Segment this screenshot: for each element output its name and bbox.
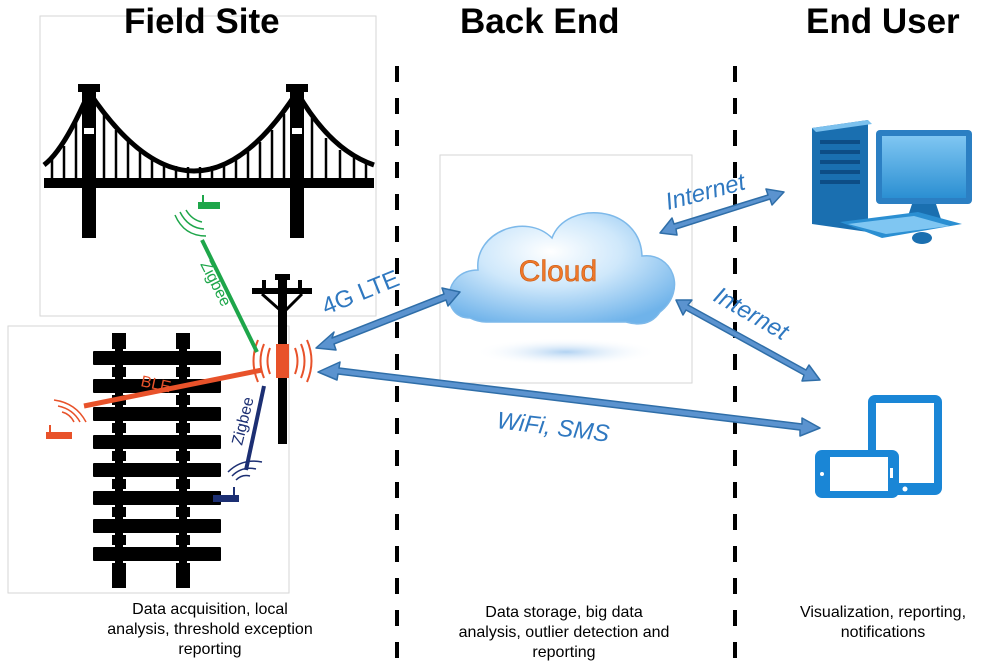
internet-desktop-arrow — [659, 188, 785, 236]
gateway-icon — [252, 339, 313, 383]
tablet-phone-icon — [815, 395, 942, 498]
cloud-frame — [439, 154, 693, 384]
bridge-sensor-icon — [174, 195, 220, 237]
internet-mobile-label: Internet — [709, 282, 794, 347]
desktop-computer-icon — [812, 120, 972, 244]
wifi-sms-arrow — [317, 361, 821, 437]
bridge-frame — [39, 15, 377, 317]
field-site-description-line: reporting — [178, 641, 242, 658]
rail-frame — [7, 325, 290, 594]
field-site-description-line: analysis, threshold exception — [107, 621, 313, 638]
ble-label: BLE — [139, 373, 172, 396]
end-user-heading: End User — [806, 2, 960, 41]
end-user-description: Visualization, reporting, notifications — [772, 603, 994, 643]
end-user-description-line: Visualization, reporting, — [799, 604, 967, 621]
zigbee-bridge-label: Zigbee — [196, 258, 233, 309]
cloud-icon: Cloud — [448, 212, 676, 366]
lte-arrow — [315, 287, 461, 351]
end-user-description-line: notifications — [840, 624, 926, 641]
rail-sensor-red-icon — [46, 399, 87, 439]
back-end-heading: Back End — [460, 2, 620, 41]
railway-track-icon — [91, 333, 223, 588]
zigbee-bridge-wire — [200, 239, 259, 353]
lte-label: 4G LTE — [318, 265, 403, 320]
internet-mobile-arrow — [675, 299, 821, 382]
field-site-heading: Field Site — [124, 2, 280, 41]
wifi-sms-label: WiFi, SMS — [495, 407, 611, 448]
ble-wire — [83, 367, 263, 409]
cloud-label: Cloud — [519, 255, 597, 288]
zigbee-rail-wire — [244, 385, 266, 471]
back-end-description-line: analysis, outlier detection and — [458, 624, 670, 641]
back-end-description: Data storage, big data analysis, outlier… — [414, 603, 714, 663]
field-site-description: Data acquisition, local analysis, thresh… — [60, 600, 360, 660]
back-end-description-line: reporting — [532, 644, 596, 661]
suspension-bridge-icon — [42, 84, 375, 238]
back-end-description-line: Data storage, big data — [485, 604, 643, 621]
field-site-description-line: Data acquisition, local — [132, 601, 288, 618]
rail-sensor-navy-icon — [213, 460, 263, 502]
